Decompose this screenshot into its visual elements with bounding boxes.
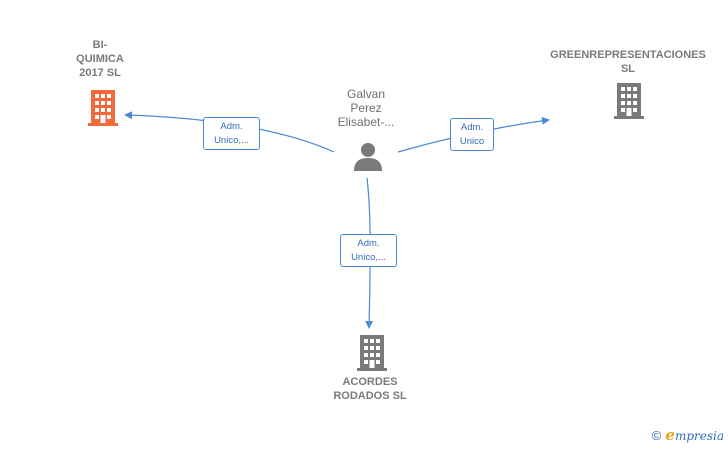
edge-label-bi-quimica[interactable]: Adm. Unico,...	[203, 117, 260, 150]
empresia-logo: empresia	[665, 426, 724, 444]
building-icon[interactable]	[357, 335, 387, 371]
edge-label-greenrep[interactable]: Adm. Unico	[450, 118, 494, 151]
person-icon[interactable]	[353, 141, 383, 171]
copyright-symbol: ©	[651, 427, 662, 443]
edge-label-acordes[interactable]: Adm. Unico,...	[340, 234, 397, 267]
node-label-greenrep[interactable]: GREENREPRESENTACIONES SL	[550, 49, 706, 75]
building-icon[interactable]	[614, 83, 644, 119]
empresia-watermark: © empresia	[652, 426, 724, 444]
building-icon[interactable]	[88, 90, 118, 126]
node-label-bi-quimica[interactable]: BI- QUIMICA 2017 SL	[76, 39, 124, 79]
node-label-person[interactable]: Galvan Perez Elisabet-...	[337, 87, 395, 129]
node-label-acordes[interactable]: ACORDES RODADOS SL	[333, 376, 407, 402]
